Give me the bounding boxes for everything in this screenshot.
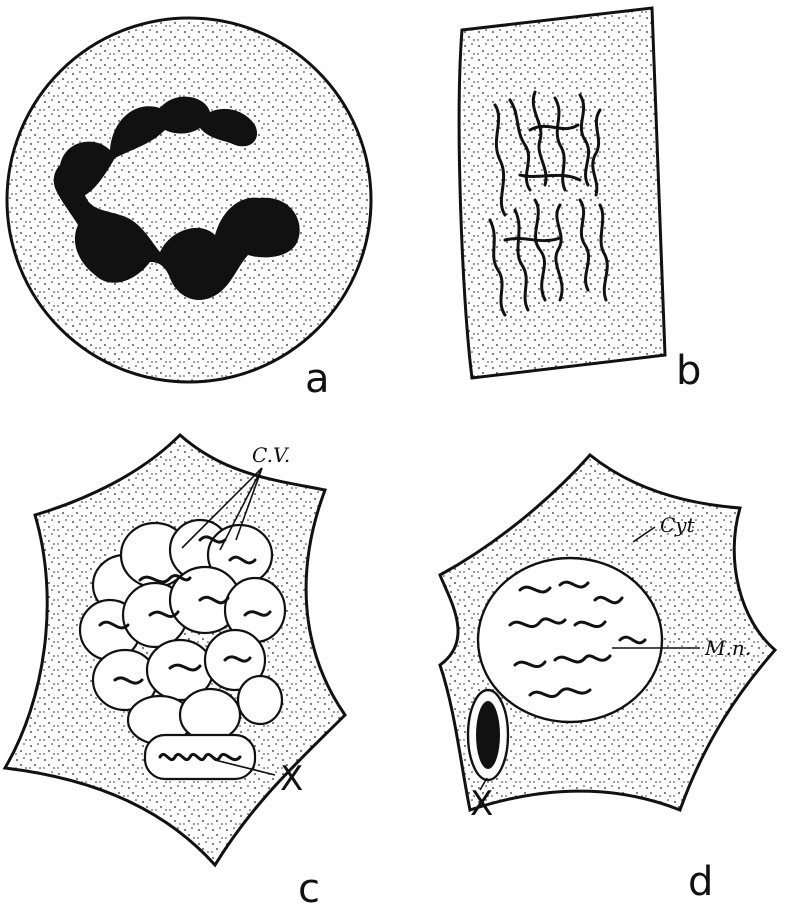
panel-a-label: a xyxy=(305,356,330,402)
panel-d-cyt-label: Cyt xyxy=(660,513,696,537)
panel-d-mn-label: M.n. xyxy=(704,636,751,660)
panel-b-cell xyxy=(459,8,665,378)
panel-a: a xyxy=(7,18,371,402)
panel-d: Cyt M.n. X d xyxy=(440,455,775,905)
panel-b-label: b xyxy=(676,348,701,394)
panel-c-cv-label: C.V. xyxy=(252,443,290,467)
panel-d-label: d xyxy=(688,859,713,905)
panel-d-x-chromatin xyxy=(476,701,500,769)
panel-b: b xyxy=(459,8,701,394)
panel-d-x-label: X xyxy=(470,784,493,824)
panel-c-label: c xyxy=(298,866,320,909)
panel-c-x-label: X xyxy=(280,759,303,799)
panel-c-x-body xyxy=(145,735,255,779)
panel-c: C.V. X c xyxy=(5,435,345,909)
